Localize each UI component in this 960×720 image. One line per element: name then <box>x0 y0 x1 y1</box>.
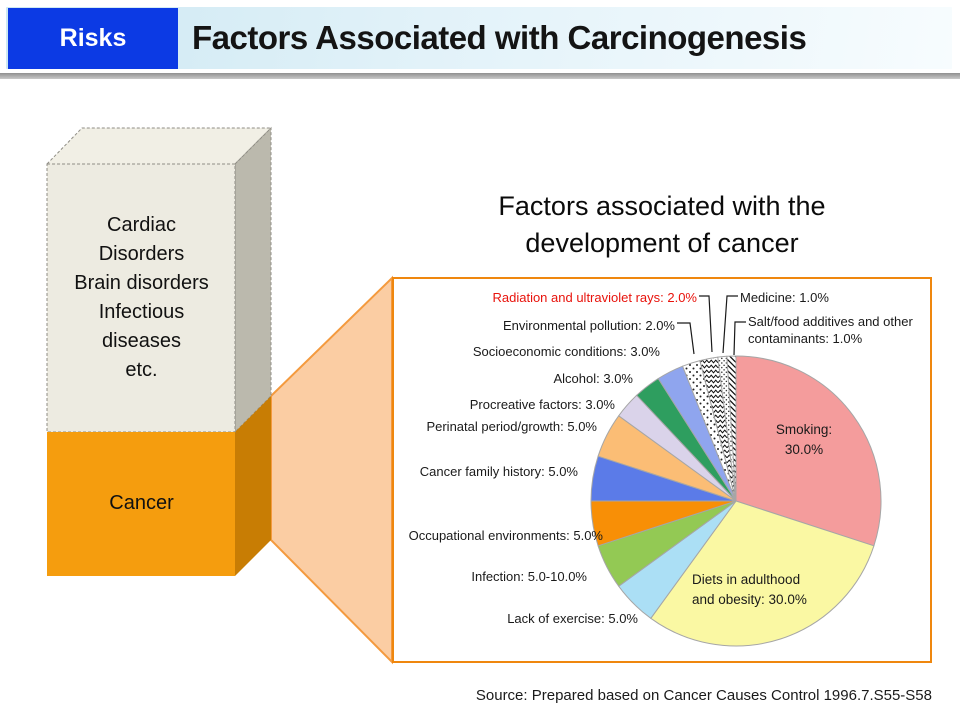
label-infection: Infection: 5.0-10.0% <box>471 569 587 584</box>
label-smoking-line1: Smoking: <box>775 422 833 437</box>
risks-tag: Risks <box>8 8 178 69</box>
chart-title: Factors associated with the development … <box>392 188 932 262</box>
pie-slice-smoking <box>735 355 882 547</box>
label-procreative: Procreative factors: 3.0% <box>469 397 615 412</box>
label-salt-line1: Salt/food additives and other <box>748 314 913 329</box>
label-alcohol: Alcohol: 3.0% <box>553 371 634 386</box>
bar-label-line: etc. <box>125 359 158 381</box>
label-smoking-line2: 30.0% <box>784 442 824 457</box>
label-smoking: Smoking: 30.0% <box>754 420 854 460</box>
leader-line <box>733 321 746 356</box>
label-salt-food-additives: Salt/food additives and other contaminan… <box>748 313 913 347</box>
header-shadow-bar <box>0 73 960 79</box>
label-medicine: Medicine: 1.0% <box>740 290 829 305</box>
bar-label-line: Cardiac <box>107 214 176 236</box>
label-radiation: Radiation and ultraviolet rays: 2.0% <box>492 290 697 305</box>
bar-label-line: diseases <box>102 330 181 352</box>
label-environmental-pollution: Environmental pollution: 2.0% <box>503 318 675 333</box>
label-socioeconomic: Socioeconomic conditions: 3.0% <box>472 344 660 359</box>
label-salt-line2: contaminants: 1.0% <box>748 331 863 346</box>
label-lack-of-exercise: Lack of exercise: 5.0% <box>507 611 638 626</box>
label-diets-line1: Diets in adulthood <box>692 572 801 587</box>
bar-label-line: Brain disorders <box>74 272 209 294</box>
label-cancer-family-history: Cancer family history: 5.0% <box>419 464 578 479</box>
pie-chart <box>590 295 882 647</box>
bar-label-other-diseases: Cardiac Disorders Brain disorders Infect… <box>47 211 236 385</box>
bar-label-cancer: Cancer <box>109 492 174 514</box>
bar-side-face-diseases <box>234 126 272 434</box>
chart-title-line2: development of cancer <box>525 228 799 258</box>
funnel-beam <box>270 275 393 665</box>
label-occupational: Occupational environments: 5.0% <box>408 528 603 543</box>
bar-side-face-cancer <box>235 396 271 576</box>
page-title: Factors Associated with Carcinogenesis <box>192 19 807 56</box>
pie-slice-salt-food-additives-and-other-contaminants <box>726 355 737 502</box>
bar-label-line: Disorders <box>98 243 185 265</box>
label-perinatal: Perinatal period/growth: 5.0% <box>426 419 597 434</box>
pie-slice-diets-in-adulthood-and-obesity <box>650 500 875 647</box>
bar-top-face <box>45 127 273 165</box>
leader-line <box>677 322 695 355</box>
pie-chart-panel: Radiation and ultraviolet rays: 2.0% Med… <box>392 277 932 663</box>
source-note: Source: Prepared based on Cancer Causes … <box>475 687 932 704</box>
leader-line <box>722 295 738 354</box>
chart-title-line1: Factors associated with the <box>498 191 826 221</box>
leader-line <box>699 295 713 353</box>
label-diets: Diets in adulthood and obesity: 30.0% <box>692 570 807 610</box>
label-diets-line2: and obesity: 30.0% <box>692 592 807 607</box>
bar-label-line: Infectious <box>98 301 185 323</box>
